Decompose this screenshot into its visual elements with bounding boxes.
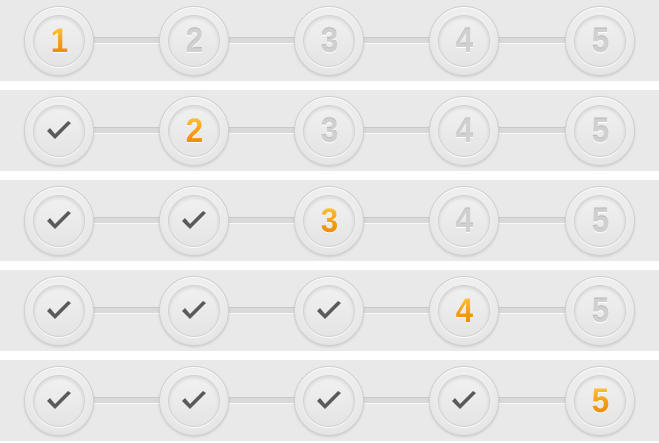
step-circle — [33, 375, 85, 427]
step-number: 4 — [455, 112, 473, 150]
step-1-done[interactable] — [24, 366, 94, 436]
stepper-row-5: 5 — [0, 360, 659, 441]
checkmark-icon — [182, 391, 206, 409]
step-4-pending[interactable]: 4 — [429, 96, 499, 166]
step-number: 4 — [455, 202, 473, 240]
step-2-pending[interactable]: 2 — [159, 6, 229, 76]
step-number: 5 — [591, 112, 609, 150]
step-circle — [33, 105, 85, 157]
step-circle: 3 — [303, 195, 355, 247]
checkmark-icon — [47, 391, 71, 409]
step-4-pending[interactable]: 4 — [429, 186, 499, 256]
step-circle: 5 — [574, 195, 626, 247]
step-number: 4 — [455, 292, 473, 330]
checkmark-icon — [452, 391, 476, 409]
checkmark-icon — [317, 391, 341, 409]
stepper-row-1: 1 2 3 4 5 — [0, 0, 659, 81]
step-3-pending[interactable]: 3 — [294, 6, 364, 76]
step-3-done[interactable] — [294, 276, 364, 346]
step-circle: 1 — [33, 15, 85, 67]
step-3-pending[interactable]: 3 — [294, 96, 364, 166]
step-circle — [33, 195, 85, 247]
step-circle: 2 — [168, 15, 220, 67]
step-2-done[interactable] — [159, 186, 229, 256]
step-circle: 5 — [574, 105, 626, 157]
step-number: 5 — [591, 292, 609, 330]
step-number: 3 — [320, 22, 338, 60]
step-number: 1 — [50, 22, 68, 60]
checkmark-icon — [182, 211, 206, 229]
step-circle: 5 — [574, 285, 626, 337]
step-2-active[interactable]: 2 — [159, 96, 229, 166]
step-4-done[interactable] — [429, 366, 499, 436]
step-circle: 5 — [574, 375, 626, 427]
step-5-pending[interactable]: 5 — [565, 186, 635, 256]
step-circle: 5 — [574, 15, 626, 67]
step-number: 4 — [455, 22, 473, 60]
step-4-active[interactable]: 4 — [429, 276, 499, 346]
step-3-active[interactable]: 3 — [294, 186, 364, 256]
step-number: 2 — [185, 112, 203, 150]
step-number: 5 — [591, 382, 609, 420]
step-circle — [33, 285, 85, 337]
checkmark-icon — [47, 211, 71, 229]
step-2-done[interactable] — [159, 366, 229, 436]
step-5-pending[interactable]: 5 — [565, 276, 635, 346]
step-circle: 4 — [438, 285, 490, 337]
step-5-active[interactable]: 5 — [565, 366, 635, 436]
step-circle — [168, 375, 220, 427]
step-circle: 3 — [303, 15, 355, 67]
step-circle — [303, 285, 355, 337]
step-circle — [168, 285, 220, 337]
step-5-pending[interactable]: 5 — [565, 96, 635, 166]
stepper-row-2: 2 3 4 5 — [0, 90, 659, 171]
step-circle: 3 — [303, 105, 355, 157]
step-2-done[interactable] — [159, 276, 229, 346]
checkmark-icon — [182, 301, 206, 319]
step-5-pending[interactable]: 5 — [565, 6, 635, 76]
step-circle — [438, 375, 490, 427]
step-circle: 4 — [438, 105, 490, 157]
step-circle: 4 — [438, 15, 490, 67]
step-number: 5 — [591, 202, 609, 240]
step-1-done[interactable] — [24, 276, 94, 346]
step-4-pending[interactable]: 4 — [429, 6, 499, 76]
step-1-done[interactable] — [24, 186, 94, 256]
step-1-active[interactable]: 1 — [24, 6, 94, 76]
step-circle: 2 — [168, 105, 220, 157]
step-3-done[interactable] — [294, 366, 364, 436]
stepper-row-3: 3 4 5 — [0, 180, 659, 261]
step-number: 5 — [591, 22, 609, 60]
step-1-done[interactable] — [24, 96, 94, 166]
step-number: 3 — [320, 112, 338, 150]
checkmark-icon — [47, 301, 71, 319]
step-number: 2 — [185, 22, 203, 60]
step-number: 3 — [320, 202, 338, 240]
step-circle — [168, 195, 220, 247]
checkmark-icon — [47, 121, 71, 139]
checkmark-icon — [317, 301, 341, 319]
step-circle: 4 — [438, 195, 490, 247]
step-circle — [303, 375, 355, 427]
